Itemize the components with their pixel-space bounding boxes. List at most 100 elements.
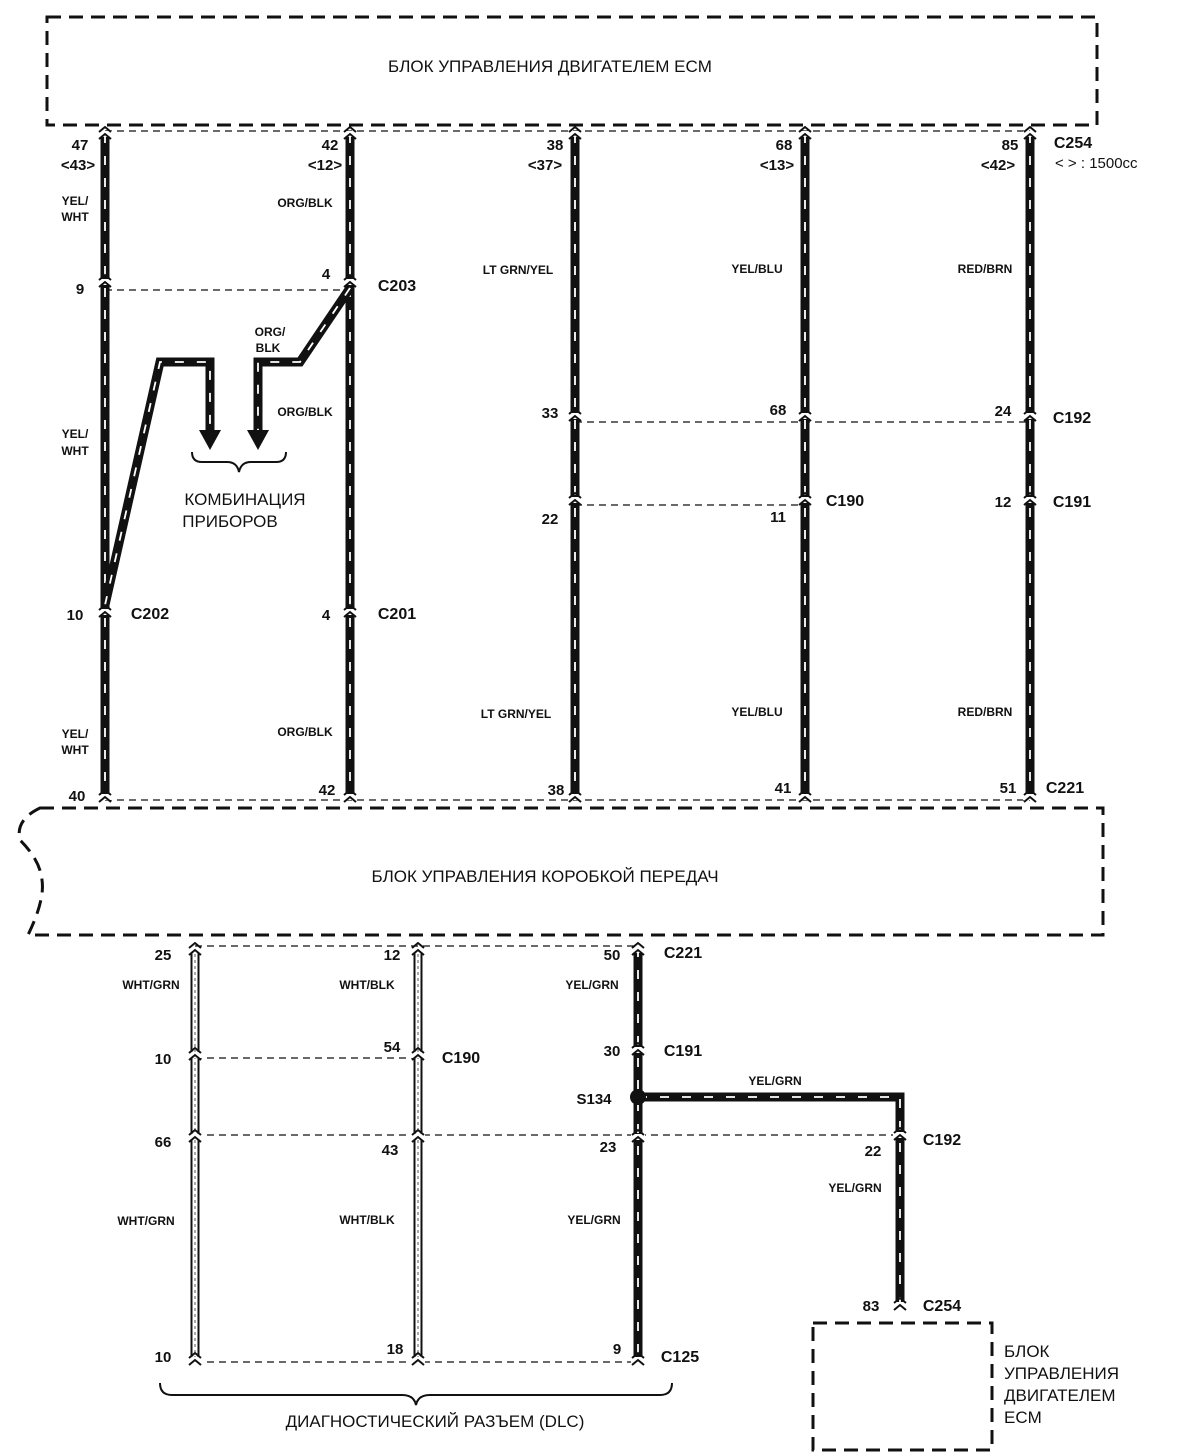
connector-chevron-icon (343, 273, 357, 288)
pin-label: 25 (155, 947, 172, 964)
wire-color-label: WHT/BLK (339, 1213, 395, 1227)
connector-marks (98, 125, 1037, 1366)
tcm-title: БЛОК УПРАВЛЕНИЯ КОРОБКОЙ ПЕРЕДАЧ (371, 867, 718, 886)
connector-chevron-icon (411, 1351, 425, 1366)
splice-s134 (630, 1089, 646, 1105)
connector-chevron-icon (631, 1128, 645, 1143)
dlc-brace (159, 1382, 673, 1406)
connector-label: C221 (664, 945, 702, 962)
pin-label: 68 (776, 137, 793, 154)
ecm-top-box (45, 15, 1099, 127)
connector-label: C125 (661, 1349, 699, 1366)
pin-label: 42 (322, 137, 339, 154)
pin-label: 33 (542, 405, 559, 422)
pin-label: <42> (981, 157, 1015, 174)
wires (100, 134, 1035, 1360)
connector-label: C254 (923, 1298, 961, 1315)
connector-label: C192 (1053, 410, 1091, 427)
pin-label: 41 (775, 780, 792, 797)
cluster-title-1: КОМБИНАЦИЯ (184, 490, 305, 509)
pin-label: 12 (384, 947, 401, 964)
wire-color-label: WHT (61, 444, 89, 458)
connector-label: C221 (1046, 780, 1084, 797)
wire-color-label: YEL/ (62, 727, 89, 741)
connector-label: C191 (664, 1043, 702, 1060)
tcm-box (17, 806, 1105, 937)
connector-chevron-icon (411, 1046, 425, 1061)
pin-label: 38 (547, 137, 564, 154)
ecm-bottom-title-3: ДВИГАТЕЛЕМ (1004, 1386, 1116, 1405)
pin-label: 47 (72, 137, 89, 154)
pin-label: 10 (67, 607, 84, 624)
pin-label: 4 (322, 607, 331, 624)
pin-label: 40 (69, 788, 86, 805)
pin-label: 11 (770, 509, 786, 526)
ecm-top-title: БЛОК УПРАВЛЕНИЯ ДВИГАТЕЛЕМ ECM (388, 57, 712, 76)
pin-label: 50 (604, 947, 621, 964)
pin-label: 12 (995, 494, 1012, 511)
pin-label: 9 (76, 281, 84, 298)
wire-color-label: YEL/GRN (828, 1181, 881, 1195)
connector-label: C192 (923, 1132, 961, 1149)
pin-label: S134 (576, 1091, 612, 1108)
pin-label: <37> (528, 157, 562, 174)
connector-chevron-icon (893, 1296, 907, 1311)
connector-chevron-icon (798, 491, 812, 506)
ecm-bottom-title-2: УПРАВЛЕНИЯ (1004, 1364, 1119, 1383)
connector-chevron-icon (631, 1041, 645, 1056)
connector-chevron-icon (188, 1128, 202, 1143)
connector-chevron-icon (568, 788, 582, 803)
pin-label: 51 (1000, 780, 1017, 797)
connector-chevron-icon (568, 491, 582, 506)
wire-color-label: ORG/ (255, 325, 286, 339)
wire-color-label: YEL/ (62, 194, 89, 208)
connector-chevron-icon (188, 941, 202, 956)
pin-label: 23 (600, 1139, 617, 1156)
component-boxes (17, 15, 1105, 1452)
connector-dashed-lines (105, 130, 1030, 1363)
pin-label: 10 (155, 1349, 172, 1366)
connector-chevron-icon (343, 603, 357, 618)
connector-label: C203 (378, 278, 416, 295)
connector-chevron-icon (98, 788, 112, 803)
pin-label: 85 (1002, 137, 1019, 154)
wire-stripe (104, 361, 211, 606)
connector-label: C254 (1054, 135, 1092, 152)
connector-chevron-icon (1023, 125, 1037, 140)
connector-chevron-icon (1023, 407, 1037, 422)
connector-chevron-icon (798, 125, 812, 140)
cluster-brace (191, 451, 287, 473)
connector-chevron-icon (98, 603, 112, 618)
wire-color-label: LT GRN/YEL (483, 263, 553, 277)
connector-chevron-icon (1023, 491, 1037, 506)
arrow-down-icon (247, 430, 269, 450)
pin-label: 18 (387, 1341, 404, 1358)
connector-label: C202 (131, 606, 169, 623)
connector-chevron-icon (188, 1046, 202, 1061)
pin-label: 38 (548, 782, 565, 799)
wire-color-label: ORG/BLK (277, 196, 333, 210)
pin-label: 42 (319, 782, 336, 799)
connector-chevron-icon (343, 125, 357, 140)
connector-chevron-icon (411, 941, 425, 956)
wire-color-label: WHT (61, 210, 89, 224)
pin-label: <13> (760, 157, 794, 174)
pin-label: <12> (308, 157, 342, 174)
connector-chevron-icon (98, 273, 112, 288)
wire-color-label: YEL/ (62, 427, 89, 441)
pin-label: 22 (542, 511, 559, 528)
pin-label: 24 (995, 403, 1012, 420)
connector-label: C191 (1053, 494, 1091, 511)
connector-chevron-icon (631, 941, 645, 956)
wire-stripe (257, 287, 351, 430)
wire-color-label: YEL/BLU (731, 705, 782, 719)
cluster-title-2: ПРИБОРОВ (182, 512, 278, 531)
pin-label: <43> (61, 157, 95, 174)
wire-color-label: YEL/GRN (565, 978, 618, 992)
connector-chevron-icon (631, 1351, 645, 1366)
wire-stripe (638, 1096, 901, 1303)
wire-color-label: WHT/GRN (122, 978, 179, 992)
wire-color-label: RED/BRN (958, 705, 1013, 719)
wire-color-label: YEL/GRN (748, 1074, 801, 1088)
